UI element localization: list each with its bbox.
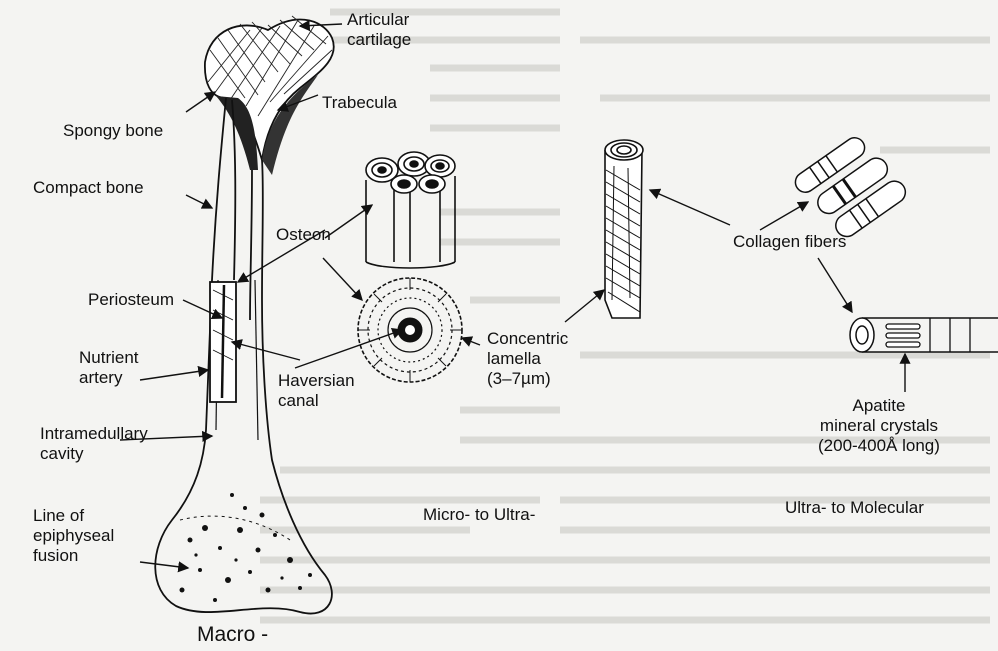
label-apatite-mineral-crystals: Apatite mineral crystals (200-400Å long) (818, 396, 940, 456)
label-compact-bone: Compact bone (33, 178, 144, 198)
label-osteon: Osteon (276, 225, 331, 245)
label-nutrient-artery: Nutrient artery (79, 348, 139, 388)
label-line-of-epiphyseal-fusion: Line of epiphyseal fusion (33, 506, 114, 566)
label-concentric-lamella-line3: (3–7µm) (487, 369, 568, 389)
label-spongy-bone: Spongy bone (63, 121, 163, 141)
scale-macro: Macro - (197, 625, 268, 645)
mineralized-fibril (850, 318, 998, 352)
label-haversian-canal-line2: canal (278, 391, 355, 411)
label-haversian-canal-line1: Haversian (278, 371, 355, 391)
collagen-fiber-cylinder (605, 140, 643, 318)
label-articular-cartilage-line2: cartilage (347, 30, 411, 50)
label-apatite-line2: mineral crystals (818, 416, 940, 436)
label-intramedullary-cavity-line1: Intramedullary (40, 424, 148, 444)
label-trabecula: Trabecula (322, 93, 397, 113)
label-concentric-lamella: Concentric lamella (3–7µm) (487, 329, 568, 389)
label-articular-cartilage-line1: Articular (347, 10, 411, 30)
label-intramedullary-cavity: Intramedullary cavity (40, 424, 148, 464)
spongy-distal-end (180, 493, 313, 602)
label-epiphyseal-line2: epiphyseal (33, 526, 114, 546)
label-apatite-line3: (200-400Å long) (818, 436, 940, 456)
label-articular-cartilage: Articular cartilage (347, 10, 411, 50)
label-collagen-fibers: Collagen fibers (733, 232, 846, 252)
scale-micro-to-ultra: Micro- to Ultra- (423, 505, 535, 525)
scale-ultra-to-molecular: Ultra- to Molecular (785, 498, 924, 518)
label-apatite-line1: Apatite (818, 396, 940, 416)
label-periosteum: Periosteum (88, 290, 174, 310)
label-epiphyseal-line1: Line of (33, 506, 114, 526)
label-epiphyseal-line3: fusion (33, 546, 114, 566)
haversian-cross-section (358, 278, 462, 382)
label-nutrient-artery-line2: artery (79, 368, 139, 388)
label-nutrient-artery-line1: Nutrient (79, 348, 139, 368)
femur-bone (155, 16, 334, 614)
label-haversian-canal: Haversian canal (278, 371, 355, 411)
label-concentric-lamella-line2: lamella (487, 349, 568, 369)
label-intramedullary-cavity-line2: cavity (40, 444, 148, 464)
label-concentric-lamella-line1: Concentric (487, 329, 568, 349)
